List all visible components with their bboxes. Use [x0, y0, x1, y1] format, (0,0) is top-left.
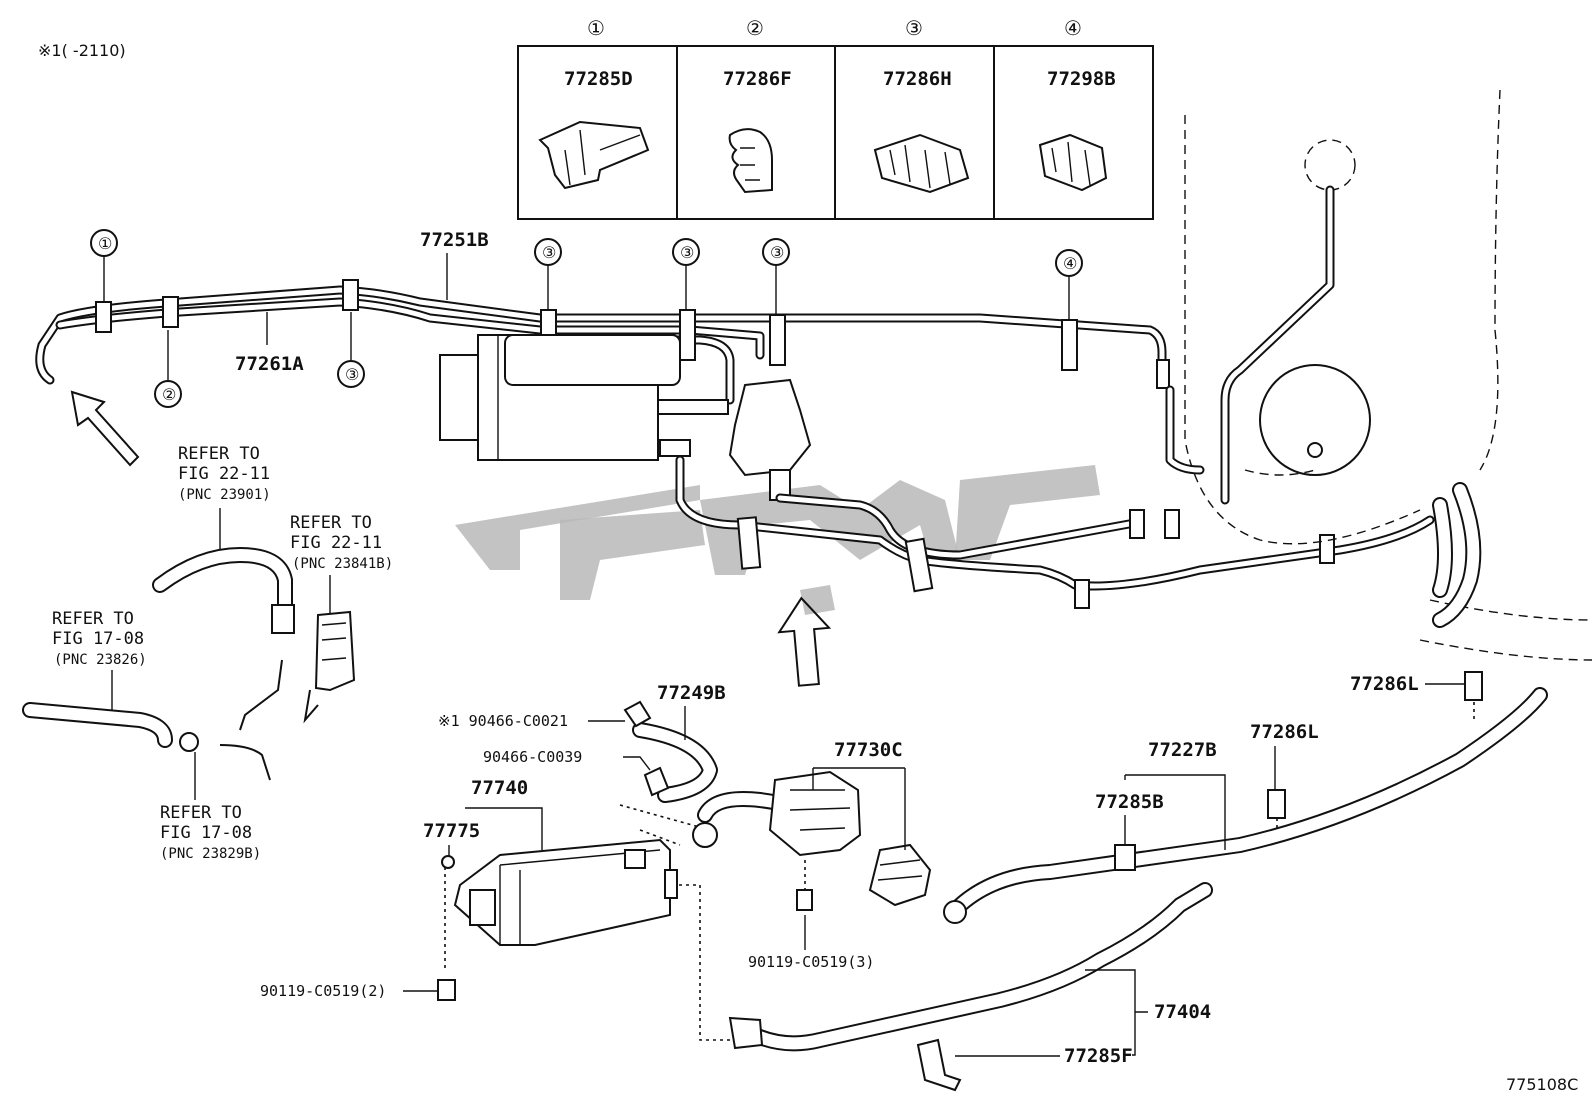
clip-part-4[interactable]: 77298B	[1047, 68, 1116, 90]
clip-part-1[interactable]: 77285D	[564, 68, 633, 90]
ref2-line3: (PNC 23841B)	[292, 556, 393, 572]
callout-2: ②	[162, 385, 176, 404]
ref4-line3: (PNC 23829B)	[160, 846, 261, 862]
lower-labels: 77249B ※1 90466-C0021 90466-C0039 77740 …	[260, 673, 1465, 1067]
label-90119-C0519-3[interactable]: 90119-C0519(3)	[748, 953, 874, 971]
label-77404[interactable]: 77404	[1154, 1001, 1211, 1023]
watermark-logo	[455, 465, 1100, 615]
fuel-tank-outline	[1165, 89, 1592, 661]
callout-4: ④	[1063, 254, 1077, 273]
clip-index-1: ①	[587, 16, 605, 40]
callout-1-upper: ①	[98, 234, 112, 253]
label-77261A[interactable]: 77261A	[235, 353, 304, 375]
label-77286L-top[interactable]: 77286L	[1350, 673, 1419, 695]
model-note: ※1( -2110)	[38, 41, 126, 60]
clip-index-3: ③	[905, 16, 923, 40]
clip-part-2[interactable]: 77286F	[723, 68, 792, 90]
label-77775[interactable]: 77775	[423, 820, 480, 842]
clip-table: ① ② ③ ④ 77285D 77286F 77286H 77298B	[517, 16, 1154, 220]
ref3-line3: (PNC 23826)	[54, 652, 147, 668]
label-77730C[interactable]: 77730C	[834, 739, 903, 761]
ref1-line1: REFER TO	[178, 444, 260, 464]
callout-3-b: ③	[542, 243, 556, 262]
label-90466-C0039[interactable]: 90466-C0039	[483, 748, 582, 766]
upper-callouts: ① ② ③ ③ ③ ③ ④	[90, 229, 1083, 408]
ref1-line2: FIG 22-11	[178, 464, 270, 484]
ref3-line1: REFER TO	[52, 609, 134, 629]
ref2-line2: FIG 22-11	[290, 533, 382, 553]
reference-fig-22-11-23841B: REFER TO FIG 22-11 (PNC 23841B)	[290, 513, 393, 724]
clip-index-4: ④	[1064, 16, 1082, 40]
ref4-line1: REFER TO	[160, 803, 242, 823]
label-77286L-mid[interactable]: 77286L	[1250, 721, 1319, 743]
callout-3-a: ③	[345, 365, 359, 384]
label-77285F[interactable]: 77285F	[1064, 1045, 1133, 1067]
reference-fig-17-08-23826: REFER TO FIG 17-08 (PNC 23826)	[22, 609, 271, 781]
clip-77286H-drawing	[873, 133, 970, 194]
ref1-line3: (PNC 23901)	[178, 487, 271, 503]
reference-fig-22-11-23901: REFER TO FIG 22-11 (PNC 23901)	[152, 444, 295, 731]
upper-vapor-lines	[35, 279, 1170, 405]
direction-arrows	[70, 390, 832, 687]
canister-installed	[439, 334, 812, 501]
clip-index-2: ②	[746, 16, 764, 40]
ref3-line2: FIG 17-08	[52, 629, 144, 649]
label-90466-C0021[interactable]: ※1 90466-C0021	[438, 712, 568, 730]
label-77285B[interactable]: 77285B	[1095, 791, 1164, 813]
clip-77298B-drawing	[1038, 133, 1108, 192]
clip-part-3[interactable]: 77286H	[883, 68, 952, 90]
label-77740[interactable]: 77740	[471, 777, 528, 799]
figure-code: 775108C	[1506, 1075, 1578, 1094]
label-90119-C0519-2[interactable]: 90119-C0519(2)	[260, 982, 386, 1000]
ref4-line2: FIG 17-08	[160, 823, 252, 843]
lower-vapor-lines	[675, 455, 1435, 609]
ref2-line1: REFER TO	[290, 513, 372, 533]
label-77227B[interactable]: 77227B	[1148, 739, 1217, 761]
callout-3-c: ③	[680, 243, 694, 262]
reference-fig-17-08-23829B: REFER TO FIG 17-08 (PNC 23829B)	[160, 752, 261, 862]
label-77251B[interactable]: 77251B	[420, 229, 489, 251]
clip-77285D-drawing	[538, 120, 650, 190]
lower-assembly	[437, 671, 1548, 1092]
callout-3-d: ③	[770, 243, 784, 262]
label-77249B[interactable]: 77249B	[657, 682, 726, 704]
clip-77286F-drawing	[728, 128, 773, 194]
